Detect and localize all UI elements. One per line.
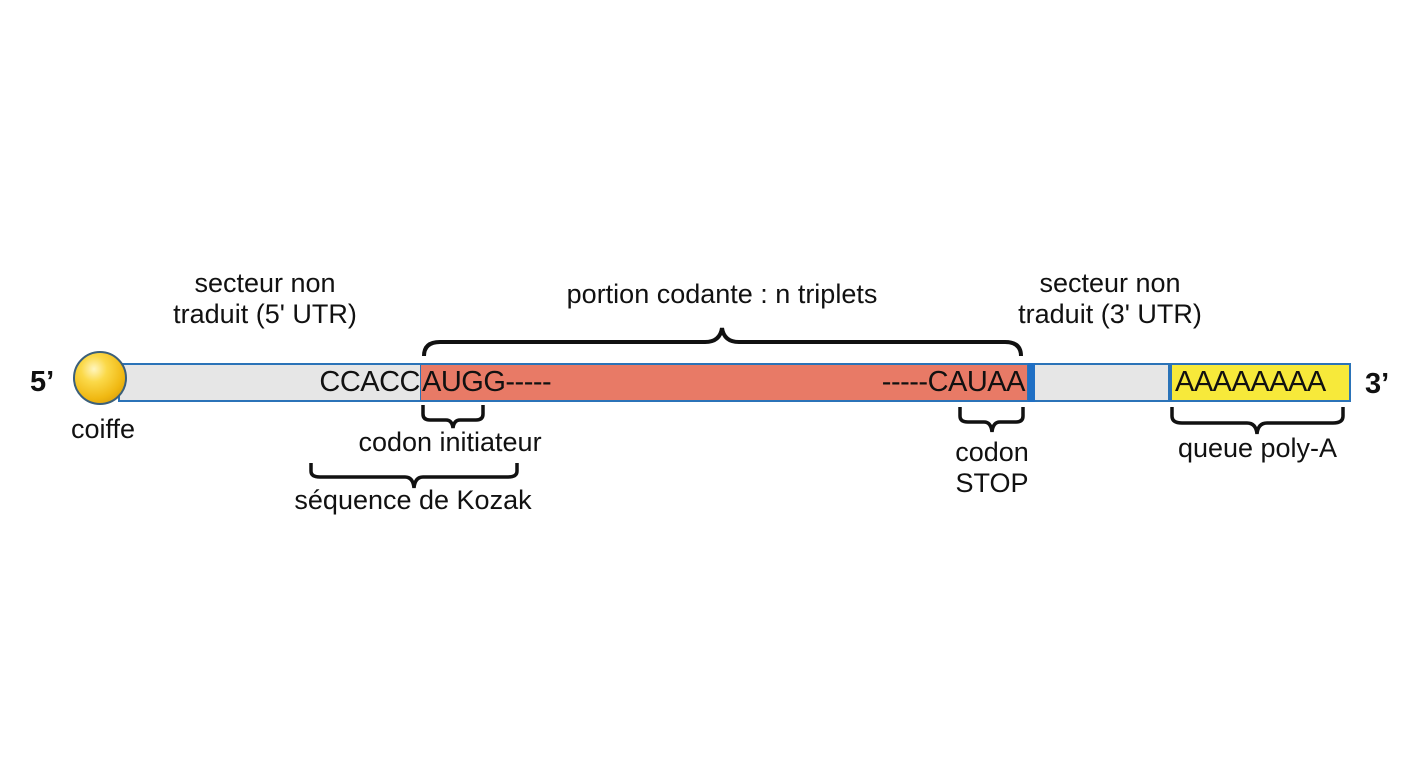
- utr5-label-line1: secteur non: [194, 268, 336, 298]
- start-codon-brace: [421, 405, 485, 429]
- three-prime-end-label: 3’: [1365, 368, 1390, 400]
- start-sequence: AUGG-----: [422, 366, 552, 398]
- utr5-label: secteur non traduit (5' UTR): [150, 268, 380, 330]
- coding-segment: AUGG----- -----CAUAA: [420, 363, 1029, 402]
- stop-codon-label-line2: STOP: [955, 468, 1029, 498]
- cap-label: coiffe: [70, 414, 136, 444]
- stop-codon-label-line1: codon: [955, 437, 1029, 467]
- utr3-segment: [1035, 363, 1170, 402]
- stop-codon-brace: [958, 407, 1025, 433]
- coding-brace: [422, 327, 1023, 357]
- cap-sphere-icon: [73, 351, 127, 405]
- polya-label: queue poly-A: [1177, 433, 1338, 463]
- five-prime-end-label: 5’: [30, 366, 55, 398]
- polya-segment: AAAAAAAA: [1170, 363, 1351, 402]
- polya-brace: [1170, 407, 1345, 435]
- kozak-brace: [309, 463, 519, 489]
- utr5-label-line2: traduit (5' UTR): [173, 299, 357, 329]
- end-sequence: -----CAUAA: [881, 366, 1026, 398]
- kozak-prefix-sequence: CCACC: [319, 366, 420, 398]
- stop-boundary-marker: [1028, 363, 1035, 402]
- utr3-label: secteur non traduit (3' UTR): [995, 268, 1225, 330]
- stop-codon-label: codon STOP: [932, 437, 1052, 499]
- utr3-label-line2: traduit (3' UTR): [1018, 299, 1202, 329]
- utr5-segment: CCACC: [118, 363, 422, 402]
- start-codon-label: codon initiateur: [358, 427, 542, 457]
- kozak-label: séquence de Kozak: [294, 485, 532, 515]
- coding-label: portion codante : n triplets: [566, 279, 878, 309]
- polya-sequence: AAAAAAAA: [1175, 366, 1326, 398]
- utr3-label-line1: secteur non: [1039, 268, 1181, 298]
